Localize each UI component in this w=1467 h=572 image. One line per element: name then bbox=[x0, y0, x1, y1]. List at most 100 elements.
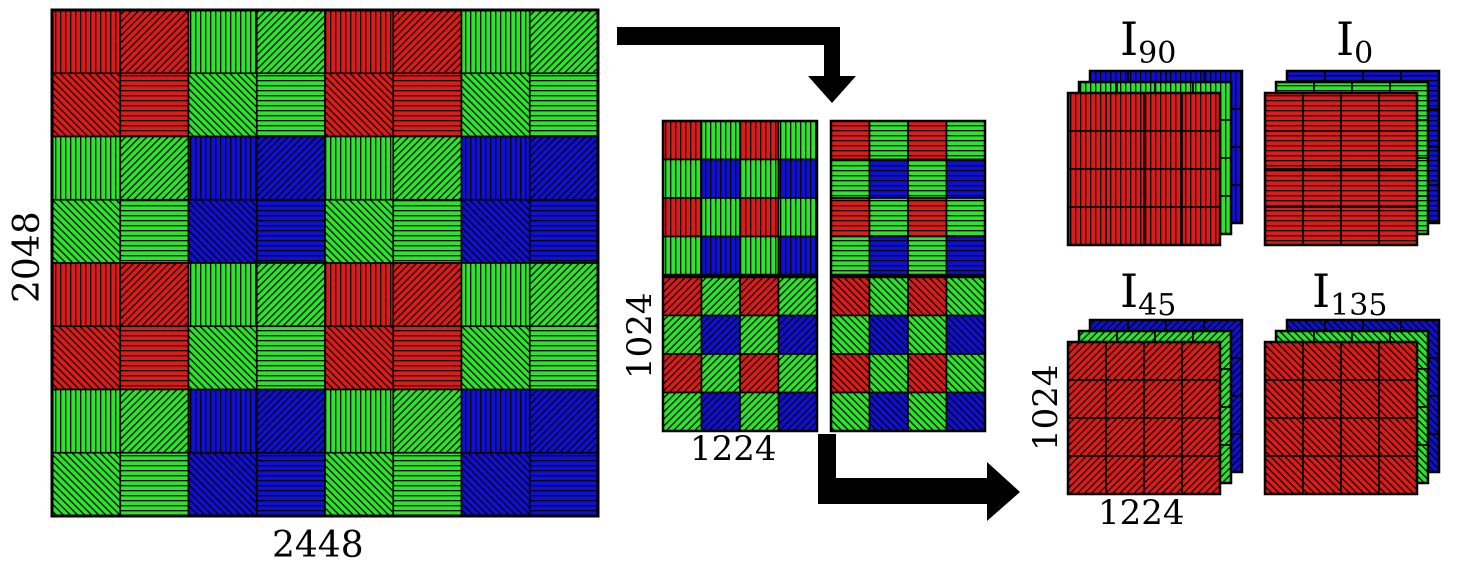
stack-pixel bbox=[1067, 417, 1107, 457]
stack-pixel bbox=[1067, 341, 1107, 381]
split-pixel bbox=[907, 314, 948, 355]
split-image-135 bbox=[829, 275, 987, 433]
split-pixel bbox=[662, 314, 703, 355]
mosaic-pixel bbox=[324, 9, 395, 75]
stack-pixel bbox=[1067, 92, 1107, 132]
mosaic-pixel bbox=[324, 72, 395, 138]
split-pixel bbox=[662, 391, 703, 432]
split-image-45 bbox=[661, 275, 819, 433]
stack-pixel bbox=[1105, 206, 1145, 246]
mosaic-pixel bbox=[460, 325, 531, 391]
label-i0: I0 bbox=[1336, 12, 1374, 71]
mosaic-pixel bbox=[255, 262, 326, 328]
stack-layer bbox=[1263, 340, 1419, 496]
stack-pixel bbox=[1105, 92, 1145, 132]
split-pixel bbox=[777, 276, 818, 317]
mosaic-pixel bbox=[392, 451, 463, 517]
split-pixel bbox=[945, 197, 986, 238]
mosaic-border bbox=[50, 8, 600, 518]
split-pixel bbox=[830, 276, 871, 317]
split-border bbox=[661, 119, 819, 277]
stack-pixel bbox=[1264, 455, 1304, 495]
mosaic-pixel bbox=[528, 325, 599, 391]
mosaic-pixel bbox=[51, 135, 122, 201]
stack-pixel bbox=[1067, 168, 1107, 208]
stack-pixel bbox=[1302, 168, 1342, 208]
full-height-label: 2048 bbox=[7, 211, 48, 303]
mosaic-pixel bbox=[392, 198, 463, 264]
stack-pixel bbox=[1181, 341, 1221, 381]
mosaic-pixel bbox=[324, 451, 395, 517]
mosaic-pixel bbox=[119, 388, 190, 454]
split-pixel bbox=[662, 235, 703, 276]
mosaic-pixel bbox=[187, 262, 258, 328]
stack-pixel bbox=[1340, 379, 1380, 419]
stack-pixel bbox=[1143, 379, 1183, 419]
split-pixel bbox=[739, 314, 780, 355]
split-height-label: 1024 bbox=[620, 292, 660, 379]
split-pixel bbox=[868, 276, 909, 317]
split-pixel bbox=[777, 391, 818, 432]
stack-i45 bbox=[1066, 318, 1244, 496]
mosaic-pixel bbox=[255, 451, 326, 517]
split-pixel bbox=[830, 235, 871, 276]
stack-pixel bbox=[1105, 455, 1145, 495]
mosaic-pixel bbox=[460, 388, 531, 454]
stack-i90 bbox=[1066, 69, 1244, 247]
mosaic-pixel bbox=[392, 325, 463, 391]
stack-i0 bbox=[1263, 69, 1441, 247]
stack-pixel bbox=[1302, 92, 1342, 132]
mosaic-pixel bbox=[392, 388, 463, 454]
stack-pixel bbox=[1302, 417, 1342, 457]
mosaic-pixel bbox=[392, 135, 463, 201]
stack-pixel bbox=[1105, 341, 1145, 381]
full-width-label: 2448 bbox=[272, 525, 364, 566]
stack-pixel bbox=[1143, 92, 1183, 132]
mosaic-pixel bbox=[255, 9, 326, 75]
split-pixel bbox=[662, 158, 703, 199]
split-image-90 bbox=[661, 119, 819, 277]
stack-pixel bbox=[1143, 417, 1183, 457]
stack-pixel bbox=[1264, 168, 1304, 208]
mosaic-pixel bbox=[460, 135, 531, 201]
stack-pixel bbox=[1143, 206, 1183, 246]
output-height-label: 1024 bbox=[1026, 364, 1066, 451]
stack-pixel bbox=[1302, 341, 1342, 381]
split-pixel bbox=[830, 353, 871, 394]
stack-pixel bbox=[1264, 341, 1304, 381]
stack-pixel bbox=[1105, 168, 1145, 208]
split-pixel bbox=[907, 120, 948, 161]
mosaic-pixel bbox=[119, 325, 190, 391]
split-pixel bbox=[739, 158, 780, 199]
split-pixel bbox=[777, 314, 818, 355]
mosaic-pixel bbox=[51, 72, 122, 138]
stack-pixel bbox=[1378, 341, 1418, 381]
split-pixel bbox=[777, 120, 818, 161]
split-border bbox=[829, 119, 987, 277]
mosaic-pixel bbox=[528, 388, 599, 454]
split-pixel bbox=[662, 120, 703, 161]
split-pixel bbox=[662, 197, 703, 238]
stack-pixel bbox=[1378, 206, 1418, 246]
stack-pixel bbox=[1378, 417, 1418, 457]
mosaic-pixel bbox=[51, 9, 122, 75]
split-pixel bbox=[739, 391, 780, 432]
split-pixel bbox=[700, 235, 741, 276]
mosaic-pixel bbox=[187, 451, 258, 517]
mosaic-pixel bbox=[187, 325, 258, 391]
split-pixel bbox=[868, 391, 909, 432]
mosaic-pixel bbox=[460, 72, 531, 138]
mosaic-pixel bbox=[528, 451, 599, 517]
split-pixel bbox=[662, 276, 703, 317]
mosaic-pixel bbox=[51, 262, 122, 328]
stack-pixel bbox=[1181, 168, 1221, 208]
mosaic-pixel bbox=[460, 9, 531, 75]
mosaic-pixel bbox=[255, 198, 326, 264]
split-pixel bbox=[830, 158, 871, 199]
split-pixel bbox=[868, 235, 909, 276]
full-sensor-mosaic bbox=[50, 8, 600, 518]
mosaic-pixel bbox=[119, 451, 190, 517]
split-pixel bbox=[700, 314, 741, 355]
mosaic-pixel bbox=[324, 198, 395, 264]
